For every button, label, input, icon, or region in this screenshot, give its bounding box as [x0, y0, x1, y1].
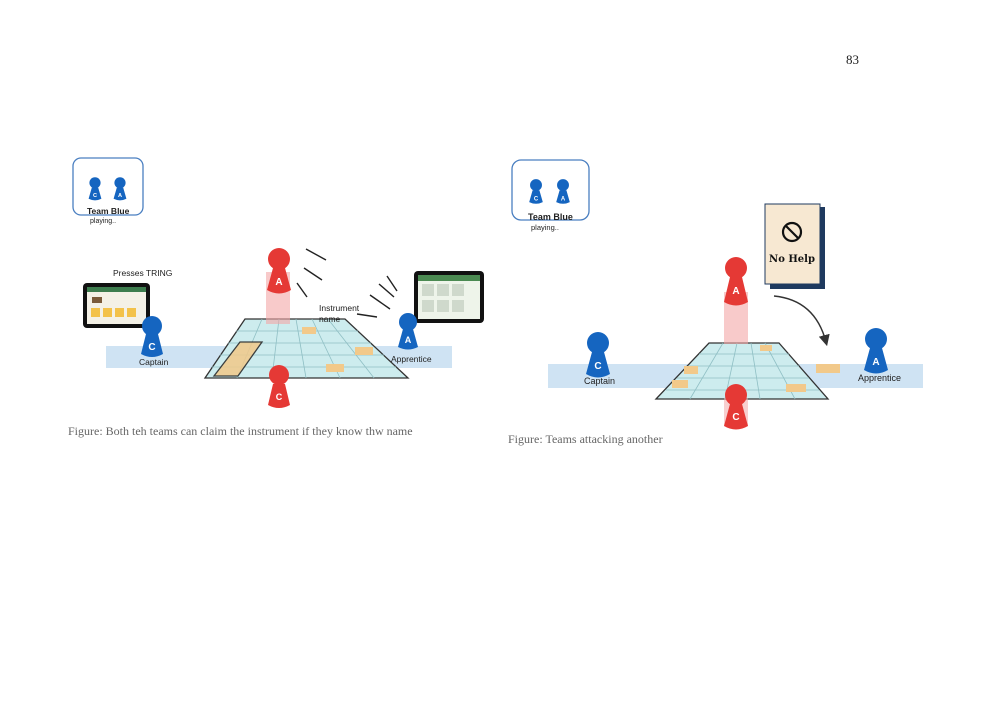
pawn-letter: C [276, 392, 283, 402]
tablet-apprentice [414, 271, 484, 323]
pawn-captain: C [586, 332, 610, 378]
tile [816, 364, 840, 373]
speech-label: Instrument [319, 303, 360, 313]
pawn-red-top: A [267, 248, 291, 294]
apprentice-label: Apprentice [391, 354, 432, 364]
pawn-letter: A [275, 277, 282, 288]
pawn-apprentice: A [398, 313, 418, 350]
page-number: 83 [846, 52, 859, 67]
pawn-letter: C [148, 342, 155, 353]
team-name: Team Blue [528, 212, 573, 222]
badge-pawn-letter: C [93, 193, 97, 199]
action-label: Presses TRING [113, 268, 172, 278]
pawn-red-bottom: C [724, 384, 748, 430]
badge-pawn-captain: C [88, 177, 102, 201]
pawn-letter: A [405, 335, 412, 345]
badge-pawn-letter: A [118, 193, 122, 199]
pawn-red-bottom: C [268, 365, 290, 408]
tile [355, 347, 373, 355]
team-status: playing.. [90, 218, 116, 225]
tile [326, 364, 344, 372]
pawn-red-top: A [724, 257, 748, 306]
figure-caption: Figure: Both teh teams can claim the ins… [68, 424, 413, 438]
tile [684, 366, 698, 374]
pawn-letter: A [732, 286, 739, 297]
game-board [654, 342, 840, 400]
badge-pawn-letter: C [534, 196, 539, 202]
sign-text: No Help [769, 254, 815, 265]
apprentice-label: Apprentice [858, 373, 901, 383]
arrow [773, 295, 830, 347]
badge-pawn-captain: C [529, 179, 543, 204]
team-name: Team Blue [87, 206, 130, 216]
pawn-captain: C [141, 316, 163, 357]
pawn-letter: C [594, 361, 601, 372]
figure-caption: Figure: Teams attacking another [508, 432, 663, 446]
speech-label: name [319, 314, 341, 324]
team-badge: C A Team Blue playing.. [72, 157, 144, 225]
tablet-captain [83, 283, 150, 328]
tile [760, 345, 772, 351]
badge-pawn-letter: A [561, 196, 566, 202]
no-entry-icon [781, 221, 803, 243]
tile [786, 384, 806, 392]
no-help-sign: No Help [764, 203, 825, 289]
badge-pawn-apprentice: A [556, 179, 570, 204]
tile [672, 380, 688, 388]
signal-lines [296, 248, 398, 318]
pawn-apprentice: A [864, 328, 888, 374]
badge-pawn-apprentice: A [113, 177, 127, 201]
pawn-letter: A [872, 357, 879, 368]
captain-label: Captain [584, 376, 615, 386]
tile [302, 327, 316, 334]
captain-label: Captain [139, 357, 169, 367]
team-badge: C A Team Blue playing.. [511, 159, 590, 232]
team-status: playing.. [531, 223, 559, 232]
pawn-letter: C [732, 412, 739, 423]
